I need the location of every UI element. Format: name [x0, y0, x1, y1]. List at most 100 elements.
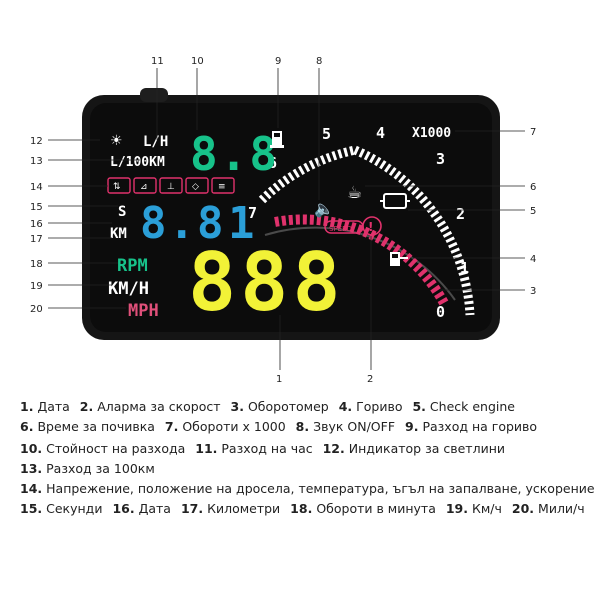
legend-num: 4. [338, 399, 353, 414]
tach-number-5: 5 [322, 125, 331, 143]
legend-num: 16. [112, 501, 135, 516]
legend-row-1: 1. Дата 2. Аларма за скорост 3. Оборотом… [20, 398, 595, 415]
fuel-icon [390, 252, 408, 266]
callout-5: 5 [530, 206, 536, 217]
callout-11: 11 [151, 56, 164, 67]
legend-num: 11. [195, 441, 218, 456]
fuel-per-hour-label: L/H [143, 134, 168, 150]
legend-text: Стойност на разхода [46, 441, 186, 456]
legend-num: 3. [230, 399, 244, 414]
callout-2: 2 [367, 374, 373, 385]
legend-text: Индикатор за светлини [348, 441, 505, 456]
tach-number-3: 3 [436, 150, 445, 168]
legend-num: 7. [164, 419, 179, 434]
fuel-consumption-value: 8.8 [190, 127, 279, 181]
legend-row-4: 13. Разход за 100км [20, 460, 595, 477]
legend-num: 14. [20, 481, 43, 496]
legend-text: Check engine [429, 399, 515, 414]
mount-knob [140, 88, 168, 102]
callout-10: 10 [191, 56, 204, 67]
callout-17: 17 [30, 234, 43, 245]
legend-row-2: 6. Време за почивка 7. Обороти х 1000 8.… [20, 418, 595, 435]
distance-prefix: 1 [228, 198, 255, 249]
tach-arc-white [258, 145, 356, 204]
throttle-icon [133, 177, 157, 194]
tach-arc [274, 214, 450, 308]
legend-num: 18. [290, 501, 313, 516]
callout-7: 7 [530, 127, 536, 138]
temperature-icon [159, 177, 183, 194]
legend-text: Дата [138, 501, 171, 516]
temperature-glyph: ⊥ [167, 182, 175, 192]
legend-num: 5. [412, 399, 426, 414]
legend-text: Оборотомер [247, 399, 329, 414]
callout-15: 15 [30, 202, 43, 213]
ignition-angle-icon [185, 177, 209, 194]
accel-glyph: ≡ [218, 182, 226, 192]
callout-14: 14 [30, 182, 43, 193]
legend-text: Секунди [46, 501, 103, 516]
legend-text: Километри [207, 501, 281, 516]
hud-device: 0 1 2 3 4 5 6 7 X1000 ☀ L/H L/100KM 8.8 … [30, 56, 536, 385]
callout-3: 3 [530, 286, 536, 297]
legend-row-5: 14. Напрежение, положение на дросела, те… [20, 480, 595, 497]
legend-num: 1. [20, 399, 34, 414]
callout-9: 9 [275, 56, 281, 67]
legend-text: Разход на час [221, 441, 313, 456]
legend-text: Звук ON/OFF [313, 419, 396, 434]
legend-text: Аларма за скорост [97, 399, 221, 414]
legend-text: Напрежение, положение на дросела, темпер… [46, 481, 595, 496]
voltage-glyph: ⇅ [113, 182, 121, 192]
light-indicator-icon: ☀ [110, 133, 123, 149]
legend-text: Обороти в минута [316, 501, 436, 516]
speed-alarm-label: SPEED [329, 225, 352, 233]
callout-12: 12 [30, 136, 43, 147]
legend-text: Мили/ч [538, 501, 585, 516]
callout-8: 8 [316, 56, 322, 67]
legend-num: 10. [20, 441, 43, 456]
callout-20: 20 [30, 304, 43, 315]
legend-text: Време за почивка [37, 419, 155, 434]
tach-number-7: 7 [248, 204, 257, 222]
rpm-scale-label: X1000 [412, 126, 451, 141]
tach-number-2: 2 [456, 205, 465, 223]
tach-number-1: 1 [460, 259, 469, 277]
voltage-icon [107, 177, 131, 194]
distance-label: KM [110, 226, 127, 242]
callout-1: 1 [276, 374, 282, 385]
legend-num: 19. [445, 501, 469, 516]
legend-text: Дата [37, 399, 70, 414]
legend-num: 12. [322, 441, 345, 456]
callout-6: 6 [530, 182, 536, 193]
throttle-glyph: ⊿ [140, 182, 148, 192]
legend-row-3: 10. Стойност на разхода 11. Разход на ча… [20, 440, 595, 457]
mph-label: MPH [128, 301, 159, 321]
tach-number-0: 0 [436, 303, 445, 321]
acceleration-icon [211, 177, 235, 194]
sound-icon: 🔈 [314, 199, 334, 218]
legend-text: Разход на гориво [422, 419, 538, 434]
ignition-glyph: ◇ [192, 182, 199, 192]
distance-value: 8.8 [140, 198, 225, 249]
tach-number-4: 4 [376, 124, 385, 142]
callout-19: 19 [30, 281, 43, 292]
tach-number-6: 6 [268, 154, 277, 172]
fuel-consumption-icon [270, 131, 284, 148]
legend-text: Обороти х 1000 [182, 419, 286, 434]
rpm-label: RPM [117, 256, 148, 276]
speed-value: 888 [188, 236, 345, 329]
callout-16: 16 [30, 219, 43, 230]
check-engine-icon [380, 193, 410, 209]
speed-alarm-glyph: ! [368, 220, 373, 234]
kmh-label: KM/H [108, 279, 149, 299]
legend-num: 6. [20, 419, 34, 434]
legend-num: 17. [180, 501, 204, 516]
legend-row-6: 15. Секунди 16. Дата 17. Километри 18. О… [20, 500, 595, 517]
legend-text: Разход за 100км [46, 461, 155, 476]
legend-num: 13. [20, 461, 43, 476]
legend-text: Гориво [356, 399, 403, 414]
speed-alarm-icon [362, 216, 382, 236]
callout-13: 13 [30, 156, 43, 167]
legend-num: 2. [79, 399, 94, 414]
callout-18: 18 [30, 259, 43, 270]
